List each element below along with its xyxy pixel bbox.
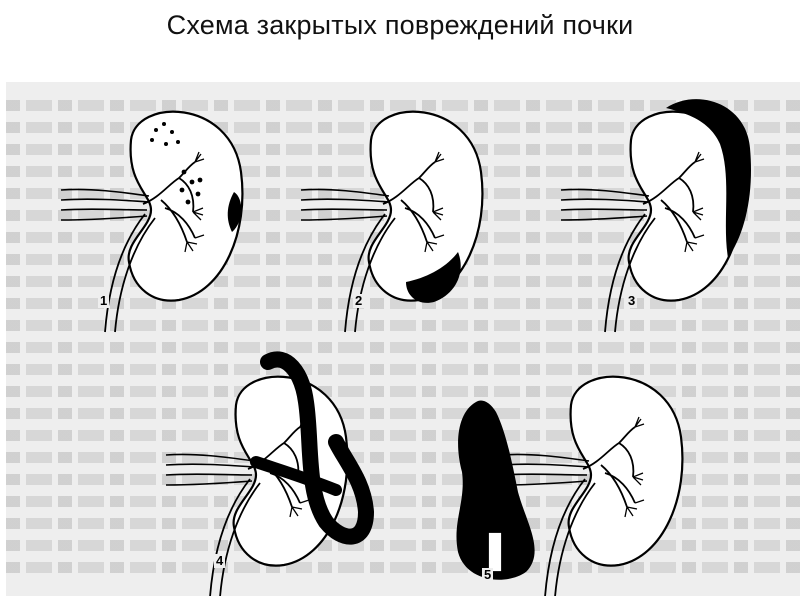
- background-text-line: [6, 298, 800, 309]
- background-text-line: [6, 320, 800, 331]
- kidney-figure-5: [456, 375, 684, 596]
- background-text-line: [6, 496, 800, 507]
- background-text-line: [6, 562, 800, 573]
- kidney-figure-4: [164, 351, 375, 596]
- kidney-figure-2: [299, 110, 484, 334]
- figure-label-4: 4: [214, 553, 226, 568]
- background-text-line: [6, 518, 800, 529]
- background-text-line: [6, 364, 800, 375]
- slide-title: Схема закрытых повреждений почки: [166, 10, 634, 40]
- background-text-line: [6, 408, 800, 419]
- figure-label-5: 5: [482, 567, 494, 582]
- background-text-line: [6, 452, 800, 463]
- kidney-diagram-svg: [59, 99, 752, 596]
- background-text-line: [6, 474, 800, 485]
- background-text-line: [6, 430, 800, 441]
- kidney-figure-1: [59, 110, 244, 334]
- figure-label-3: 3: [626, 293, 638, 308]
- background-text-line: [6, 540, 800, 551]
- background-text-line: [6, 342, 800, 353]
- background-text-line: [6, 386, 800, 397]
- figure-label-1: 1: [98, 293, 110, 308]
- kidney-figure-3: [559, 99, 752, 334]
- background-text-line: [6, 100, 800, 111]
- kidney-injury-diagram: 1 2 3 4 5: [6, 82, 800, 596]
- figure-label-2: 2: [353, 293, 365, 308]
